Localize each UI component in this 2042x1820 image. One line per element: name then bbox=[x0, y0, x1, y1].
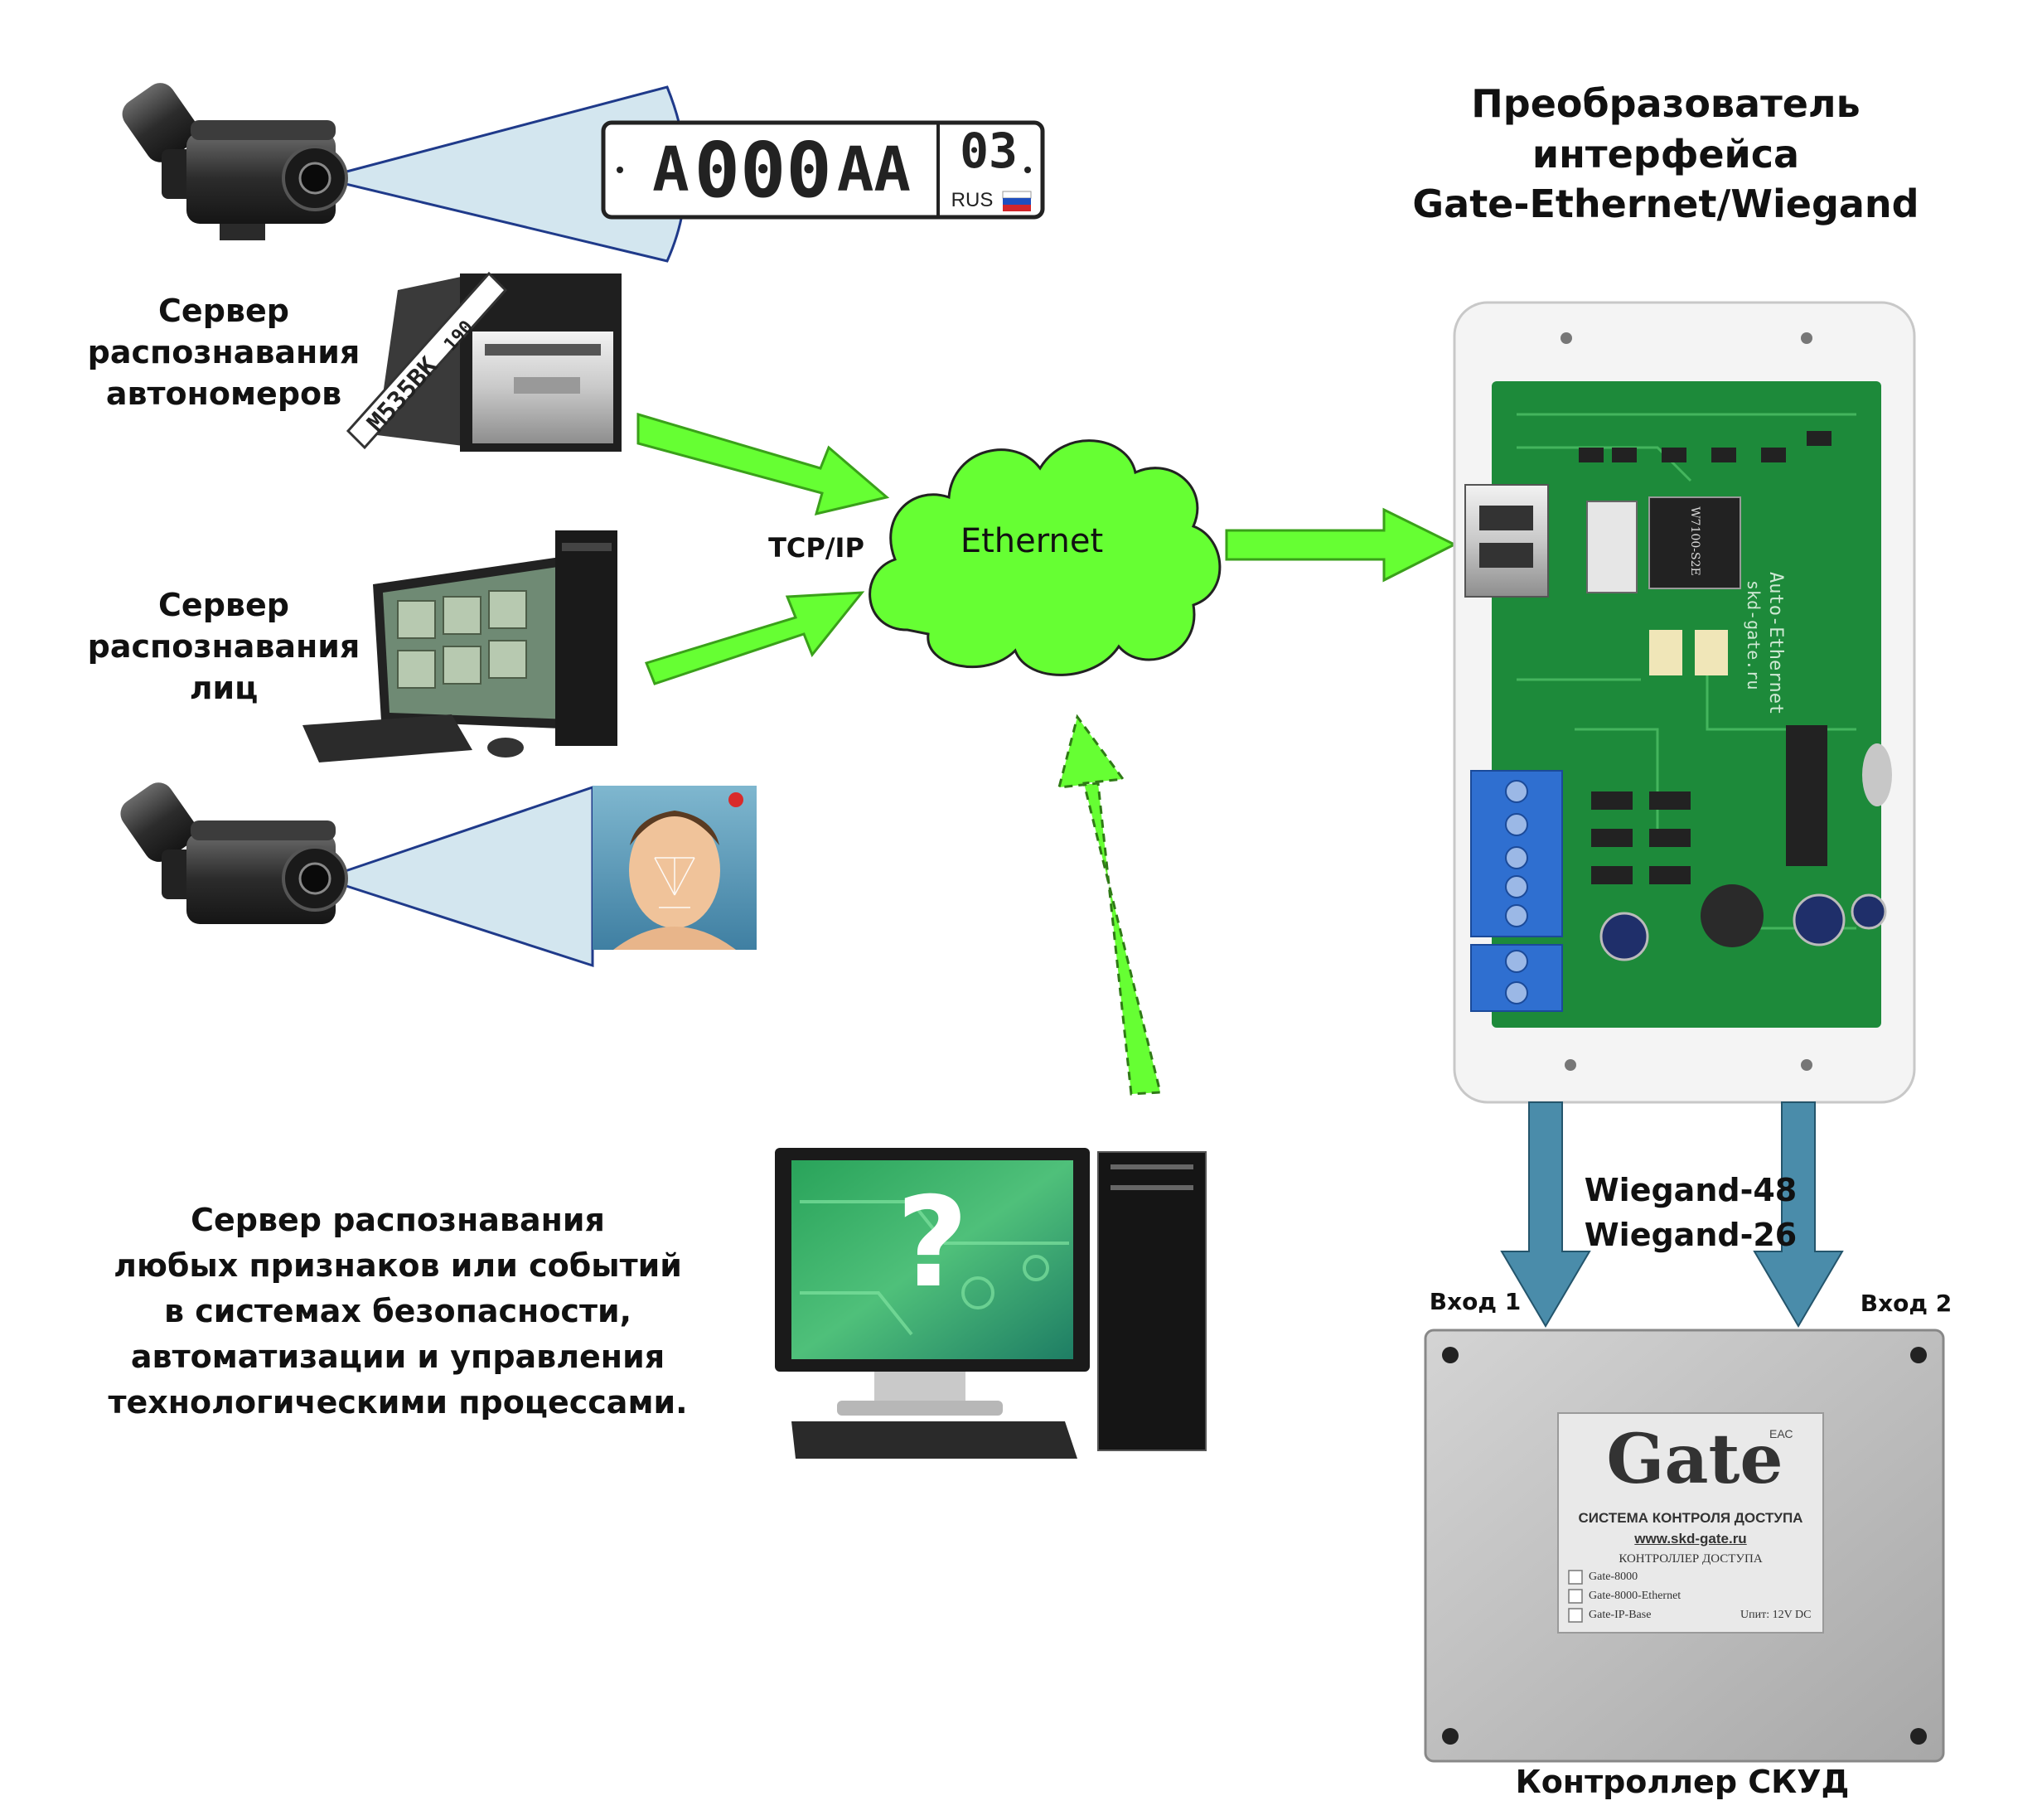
camera-faces-icon bbox=[120, 782, 594, 968]
wiegand-26-label: Wiegand-26 bbox=[1584, 1216, 1798, 1253]
plate-letter1: А bbox=[652, 134, 690, 206]
face-server-icon bbox=[302, 530, 617, 762]
controller-item-2: Gate-8000-Ethernet bbox=[1589, 1590, 1682, 1602]
plate-country: RUS bbox=[951, 189, 994, 211]
generic-pc-icon bbox=[775, 1148, 1207, 1459]
board-side-text2: skd-gate.ru bbox=[1744, 580, 1764, 690]
board-side-text1: Auto-Ethernet bbox=[1765, 572, 1786, 715]
controller-url: www.skd-gate.ru bbox=[1634, 1531, 1747, 1547]
controller-logo: Gate bbox=[1606, 1420, 1783, 1499]
generic-server-label-line2: любых признаков или событий bbox=[114, 1247, 682, 1285]
input-1-label: Вход 1 bbox=[1429, 1288, 1522, 1315]
wiegand-arrow-1 bbox=[1500, 1101, 1591, 1328]
plate-server-label: Сервер распознавания автономеров bbox=[79, 290, 369, 414]
plate-region: 03 bbox=[960, 123, 1018, 179]
converter-title-line3: Gate-Ethernet/Wiegand bbox=[1412, 182, 1919, 227]
wiegand-48-label: Wiegand-48 bbox=[1584, 1172, 1798, 1208]
arrow-generic-server-to-ethernet bbox=[1057, 714, 1162, 1096]
board-side-text: Auto-Ethernet bbox=[1765, 572, 1786, 754]
face-server-label-line1: Сервер bbox=[158, 587, 289, 623]
controller-marks: ЕАС bbox=[1769, 1427, 1793, 1440]
converter-title: Преобразователь интерфейса Gate-Ethernet… bbox=[1367, 79, 1964, 230]
protocol-label: TCP/IP bbox=[768, 532, 864, 564]
input-2-label: Вход 2 bbox=[1860, 1290, 1952, 1317]
controller-item-1: Gate-8000 bbox=[1589, 1571, 1638, 1583]
access-controller-device bbox=[1424, 1329, 1945, 1763]
wiegand-label: Wiegand-48 Wiegand-26 bbox=[1566, 1169, 1815, 1258]
board-chip-label: W7100-S2E bbox=[1688, 506, 1701, 576]
plate-digits: 000 bbox=[694, 125, 832, 215]
arrow-ethernet-to-converter bbox=[1225, 507, 1458, 583]
converter-device bbox=[1453, 301, 1916, 1104]
controller-power: Uпит: 12V DC bbox=[1740, 1609, 1812, 1621]
controller-section: КОНТРОЛЛЕР ДОСТУПА bbox=[1619, 1552, 1763, 1566]
controller-label: Контроллер СКУД bbox=[1515, 1764, 1850, 1800]
generic-server-label-line5: технологическими процессами. bbox=[108, 1384, 688, 1421]
generic-server-label: Сервер распознавания любых признаков или… bbox=[83, 1198, 713, 1426]
ethernet-cloud-label: Ethernet bbox=[960, 522, 1104, 560]
terminal-block-upper bbox=[1470, 770, 1563, 937]
terminal-block-lower bbox=[1470, 944, 1563, 1012]
camera-plates-icon bbox=[122, 83, 687, 263]
plate-letters2: АА bbox=[836, 134, 911, 206]
plate-server-label-line1: Сервер bbox=[158, 293, 289, 329]
license-plate bbox=[601, 120, 1045, 220]
arrow-plate-server-to-ethernet bbox=[636, 412, 890, 516]
generic-server-label-line3: в системах безопасности, bbox=[163, 1293, 632, 1330]
controller-subtitle: СИСТЕМА КОНТРОЛЯ ДОСТУПА bbox=[1578, 1510, 1803, 1526]
plate-server-label-line2: распознавания bbox=[87, 334, 360, 371]
monitor-question-mark: ? bbox=[896, 1171, 969, 1315]
camera-beam-2 bbox=[319, 785, 594, 968]
plate-server-label-line3: автономеров bbox=[105, 375, 342, 413]
wiegand-arrow-2 bbox=[1753, 1101, 1844, 1328]
generic-server-label-line1: Сервер распознавания bbox=[191, 1202, 605, 1238]
face-server-label-line3: лиц bbox=[189, 670, 259, 707]
ethernet-cloud bbox=[869, 439, 1222, 676]
converter-title-line2: интерфейса bbox=[1532, 131, 1800, 177]
plate-server-icon bbox=[346, 271, 622, 452]
generic-server-label-line4: автоматизации и управления bbox=[130, 1338, 665, 1376]
face-image bbox=[593, 786, 757, 950]
arrow-face-server-to-ethernet bbox=[645, 591, 865, 685]
face-server-label: Сервер распознавания лиц bbox=[79, 584, 369, 709]
converter-title-line1: Преобразователь bbox=[1471, 81, 1861, 126]
face-server-label-line2: распознавания bbox=[87, 628, 360, 666]
controller-item-3: Gate-IP-Base bbox=[1589, 1609, 1652, 1621]
plate-main-text: А 000 АА bbox=[628, 123, 935, 217]
board-side-text-2: skd-gate.ru bbox=[1744, 580, 1764, 746]
